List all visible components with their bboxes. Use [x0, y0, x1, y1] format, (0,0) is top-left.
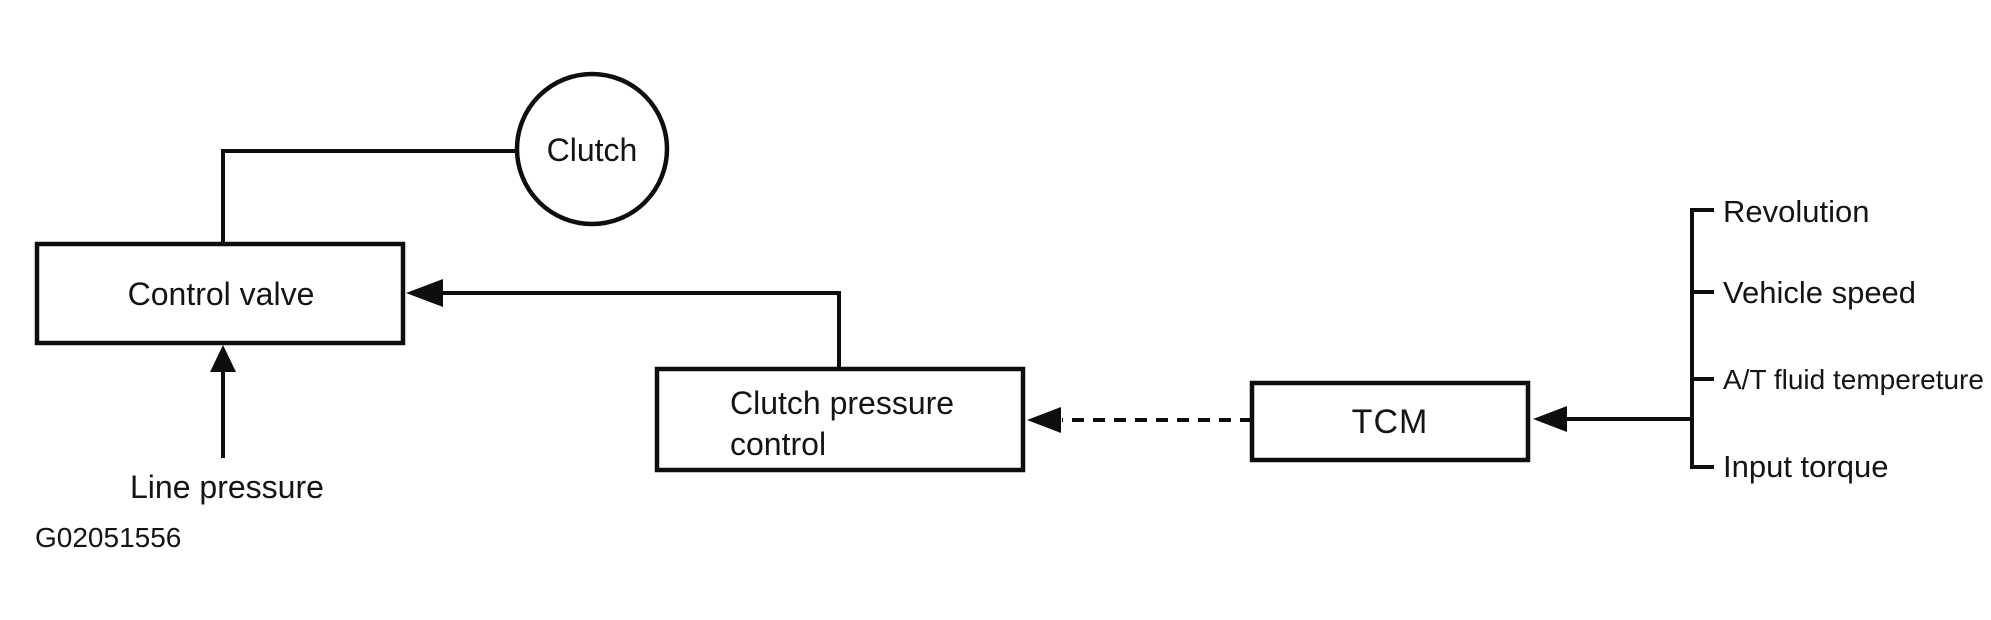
edge-clutch-to-control-valve — [221, 149, 518, 242]
edge-cpc-to-control-valve — [441, 291, 841, 369]
clutch-pressure-control-label-line1: Clutch pressure — [730, 385, 954, 421]
control-valve-node-box — [34, 241, 406, 346]
tcm-label: TCM — [1352, 403, 1429, 441]
arrowhead-into-cpc — [1027, 407, 1061, 433]
sensor-label-fluid-temperature: A/T fluid tempereture — [1723, 364, 1984, 395]
arrowhead-into-tcm — [1533, 406, 1567, 432]
sensor-label-vehicle-speed: Vehicle speed — [1723, 275, 1916, 310]
arrowhead-into-control-valve — [406, 279, 443, 307]
tcm-node-box — [1249, 380, 1531, 463]
sensor-label-revolution: Revolution — [1723, 194, 1869, 229]
figure-id-label: G02051556 — [35, 522, 181, 553]
clutch-node-circle — [514, 71, 670, 227]
clutch-pressure-control-label-line2: control — [730, 426, 826, 462]
clutch-label: Clutch — [547, 132, 638, 168]
control-valve-label: Control valve — [128, 276, 315, 312]
arrowhead-line-pressure — [210, 345, 236, 372]
clutch-pressure-control-node-box — [654, 366, 1026, 473]
line-pressure-label: Line pressure — [130, 469, 324, 505]
sensor-label-input-torque: Input torque — [1723, 449, 1888, 484]
